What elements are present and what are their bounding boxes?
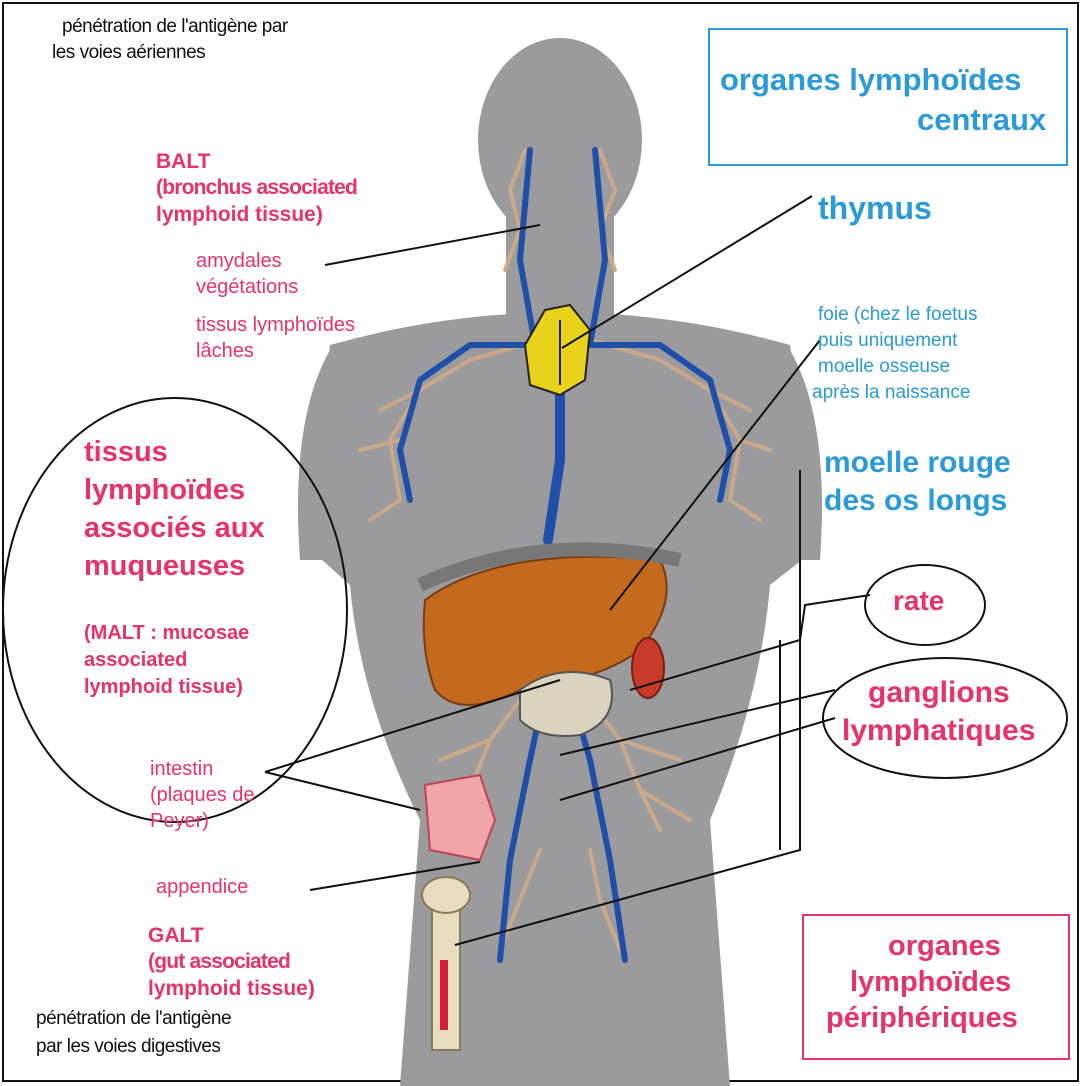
airway-entry-line2: les voies aériennes — [52, 42, 205, 64]
malt-sub-line3: lymphoid tissue) — [84, 676, 243, 699]
amygdales-line2: végétations — [196, 276, 298, 299]
balt-line2: (bronchus associated — [156, 176, 357, 200]
malt-title-line1: tissus — [84, 436, 168, 469]
malt-title-line4: muqueuses — [84, 550, 245, 583]
foie-line3: moelle osseuse — [818, 356, 950, 378]
ganglions-line1: ganglions — [868, 676, 1010, 711]
intestin-line1: intestin — [150, 758, 213, 781]
intestin-line2: (plaques de — [150, 784, 255, 807]
tissus-laches-line2: lâches — [196, 340, 254, 363]
galt-title: GALT — [148, 924, 204, 948]
digestive-entry-line2: par les voies digestives — [36, 1036, 220, 1058]
malt-sub-line1: (MALT : mucosae — [84, 622, 249, 645]
intestin-line3: Peyer) — [150, 810, 209, 833]
foie-line1: foie (chez le foetus — [818, 304, 977, 326]
moelle-line2: des os longs — [824, 484, 1007, 519]
malt-title-line3: associés aux — [84, 512, 265, 545]
amygdales-line1: amydales — [196, 250, 282, 273]
central-organs-line1: organes lymphoïdes — [720, 62, 1021, 98]
appendice-label: appendice — [156, 876, 248, 899]
tissus-laches-line1: tissus lymphoïdes — [196, 314, 355, 337]
central-organs-line2: centraux — [917, 102, 1046, 138]
galt-line2: (gut associated — [148, 950, 290, 974]
peripheral-organs-line1: organes — [888, 930, 1001, 963]
thymus-label: thymus — [818, 190, 932, 227]
peripheral-organs-line2: lymphoïdes — [850, 966, 1011, 999]
balt-title: BALT — [156, 150, 210, 174]
peripheral-organs-line3: périphériques — [826, 1002, 1018, 1035]
foie-line2: puis uniquement — [818, 330, 957, 352]
ganglions-line2: lymphatiques — [842, 714, 1035, 749]
foie-line4: après la naissance — [812, 382, 970, 404]
balt-line3: lymphoid tissue) — [156, 203, 323, 227]
malt-sub-line2: associated — [84, 649, 187, 672]
airway-entry-line1: pénétration de l'antigène par — [62, 16, 288, 38]
rate-label: rate — [893, 585, 944, 617]
digestive-entry-line1: pénétration de l'antigène — [36, 1008, 231, 1030]
galt-line3: lymphoid tissue) — [148, 977, 315, 1001]
moelle-line1: moelle rouge — [824, 446, 1011, 481]
malt-title-line2: lymphoïdes — [84, 474, 245, 507]
peyer-patch — [425, 775, 495, 860]
